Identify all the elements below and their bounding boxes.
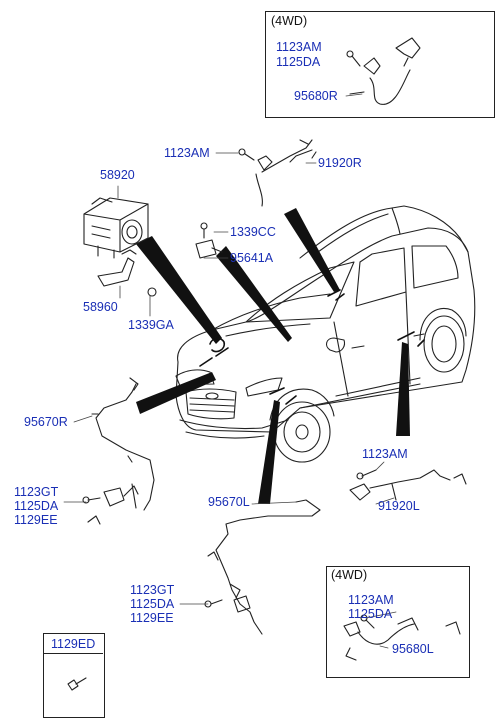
vehicle-illustration [175, 205, 476, 463]
part-label-58960[interactable]: 58960 [83, 300, 118, 314]
part-label-group-center: 1123GT 1125DA 1129EE [130, 583, 174, 625]
bolt-box-header-divider [43, 653, 103, 654]
part-label-95670R[interactable]: 95670R [24, 415, 68, 429]
part-label-1125DA[interactable]: 1125DA [276, 55, 321, 69]
part-label-1339GA[interactable]: 1339GA [128, 318, 174, 332]
leader-lines [63, 93, 397, 649]
bolt-callout-box [43, 633, 105, 718]
box-title: (4WD) [271, 14, 308, 28]
cable-91920L [349, 469, 467, 501]
part-label-1123AM[interactable]: 1123AM [362, 447, 408, 461]
part-label-1123GT[interactable]: 1123GT [130, 583, 175, 597]
pointer-wedges [136, 208, 410, 504]
part-label-1129EE[interactable]: 1129EE [14, 513, 58, 527]
part-label-91920L[interactable]: 91920L [378, 499, 420, 513]
rear-4wd-sensor [343, 614, 461, 661]
part-label-58920[interactable]: 58920 [100, 168, 135, 182]
part-label-1125DA[interactable]: 1125DA [14, 499, 59, 513]
part-label-95680L[interactable]: 95680L [392, 642, 434, 656]
part-label-1129EE[interactable]: 1129EE [130, 611, 174, 625]
part-label-1123AM[interactable]: 1123AM [164, 146, 210, 160]
cable-bracket-91920R [238, 139, 317, 207]
abs-module-58920 [83, 197, 149, 259]
bolt-1129ED [67, 677, 87, 691]
part-label-95641A[interactable]: 95641A [230, 251, 274, 265]
part-label-1129ED[interactable]: 1129ED [51, 637, 96, 651]
cable-95670R [91, 377, 155, 511]
part-label-91920R[interactable]: 91920R [318, 156, 362, 170]
part-label-1339CC[interactable]: 1339CC [230, 225, 276, 239]
part-label-1123AM[interactable]: 1123AM [348, 593, 394, 607]
rear-4wd-callout-box [326, 566, 470, 678]
part-label-1123GT[interactable]: 1123GT [14, 485, 59, 499]
front-4wd-callout-box [265, 11, 495, 118]
sensor-bracket-left [82, 483, 139, 525]
bracket-58960 [97, 249, 157, 297]
front-4wd-sensor [346, 37, 421, 105]
part-label-1125DA[interactable]: 1125DA [130, 597, 175, 611]
sensor-95641A [195, 222, 223, 259]
part-label-95680R[interactable]: 95680R [294, 89, 338, 103]
sensor-bracket-center [204, 595, 251, 613]
part-label-group-left: 1123GT 1125DA 1129EE [14, 485, 58, 527]
cable-95670L [207, 499, 321, 635]
box-title: (4WD) [331, 568, 368, 582]
part-label-95670L[interactable]: 95670L [208, 495, 250, 509]
part-label-1123AM[interactable]: 1123AM [276, 40, 322, 54]
part-label-1125DA[interactable]: 1125DA [348, 607, 393, 621]
